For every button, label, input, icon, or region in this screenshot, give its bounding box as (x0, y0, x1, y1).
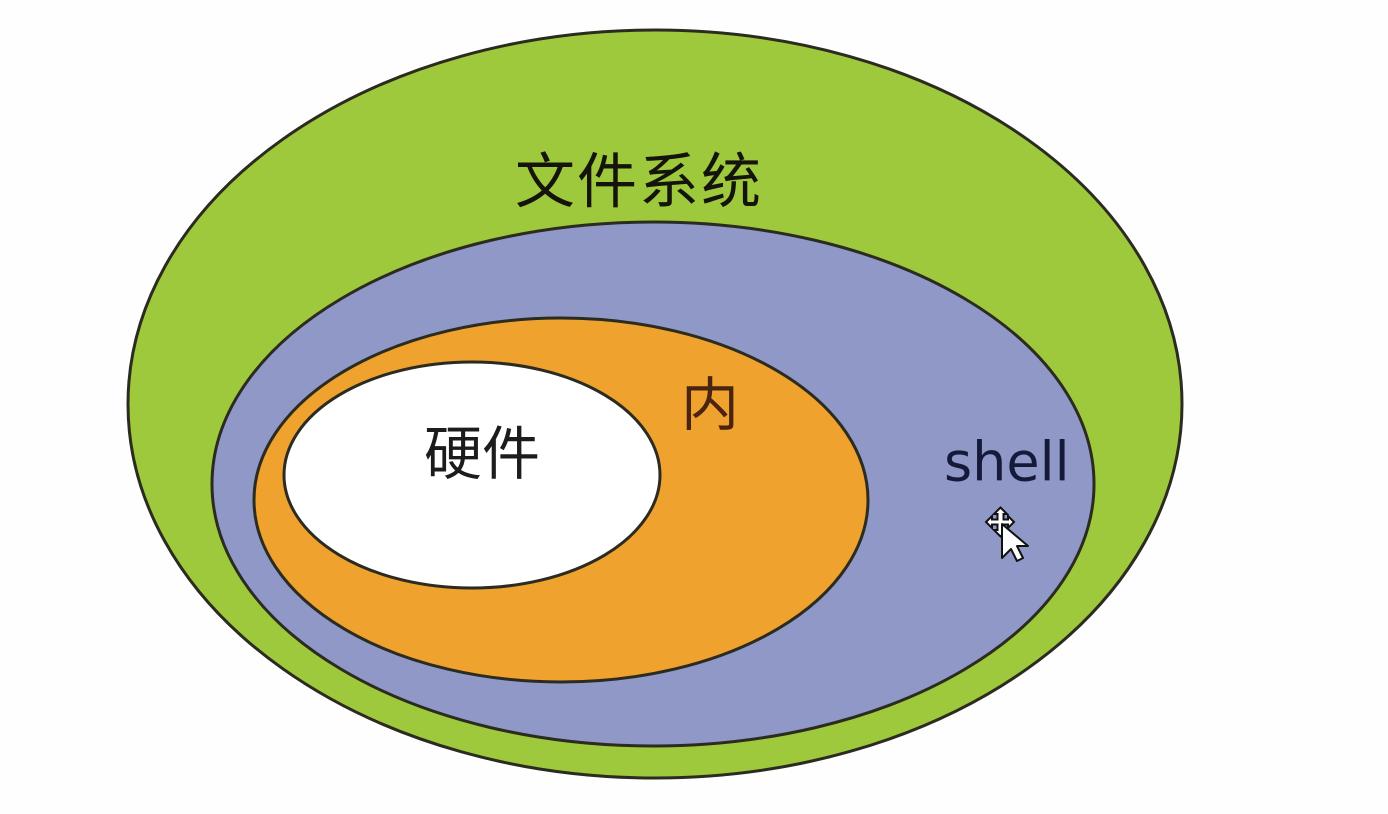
label-hardware: 硬件 (424, 420, 540, 488)
label-shell: shell (944, 431, 1070, 494)
label-filesystem: 文件系统 (515, 148, 763, 218)
label-kernel: 内 (681, 371, 739, 439)
ellipse-hardware[interactable] (282, 360, 662, 590)
